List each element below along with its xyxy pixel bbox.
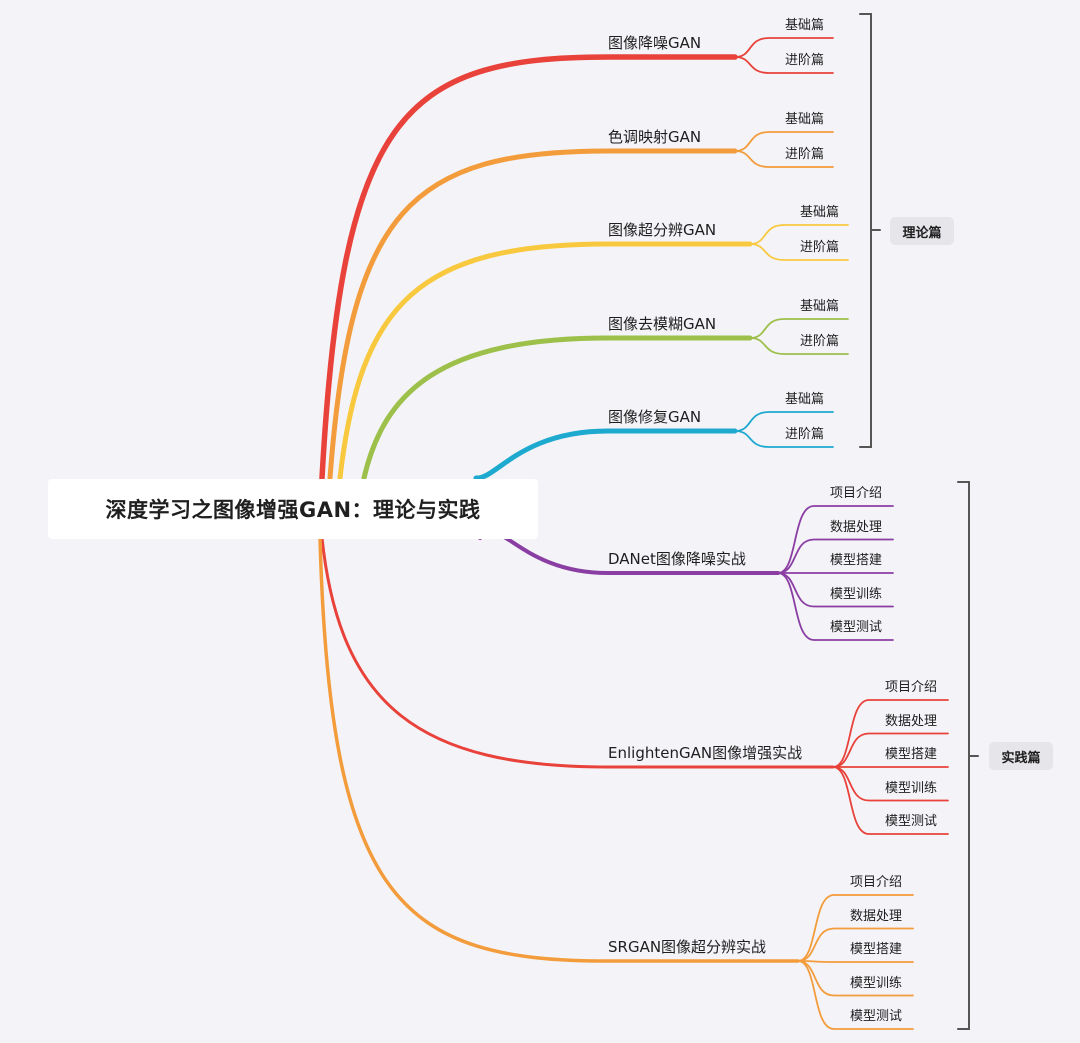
theory-leaf-line <box>749 224 849 245</box>
practice-branch-line <box>320 536 835 769</box>
theory-leaf-label[interactable]: 基础篇 <box>800 205 840 220</box>
practice-leaf-line <box>797 960 914 963</box>
theory-leaf-label[interactable]: 进阶篇 <box>785 53 825 68</box>
theory-leaf-label[interactable]: 基础篇 <box>785 18 825 33</box>
practice-leaf-label[interactable]: 模型测试 <box>885 814 938 829</box>
practice-branch-label[interactable]: EnlightenGAN图像增强实战 <box>608 744 803 762</box>
theory-bracket <box>859 13 881 448</box>
theory-leaf-label[interactable]: 基础篇 <box>800 299 840 314</box>
theory-leaf-line <box>749 337 849 355</box>
practice-leaf-label[interactable]: 项目介绍 <box>830 486 883 501</box>
theory-branch-line <box>327 148 738 481</box>
practice-leaf-line <box>797 960 914 1030</box>
theory-branch-line <box>361 335 753 481</box>
practice-leaf-label[interactable]: 模型搭建 <box>885 747 938 762</box>
theory-branch-label[interactable]: 图像修复GAN <box>608 408 702 426</box>
theory-leaf-label[interactable]: 基础篇 <box>785 392 825 407</box>
theory-leaf-label[interactable]: 进阶篇 <box>800 334 840 349</box>
theory-branch-line <box>473 428 738 481</box>
practice-leaf-line <box>797 894 914 962</box>
theory-leaf-line <box>734 430 834 448</box>
practice-leaf-line <box>832 732 949 768</box>
theory-leaf-line <box>749 243 849 261</box>
practice-leaf-line <box>797 960 914 997</box>
theory-branch-label[interactable]: 色调映射GAN <box>608 128 702 146</box>
practice-leaf-line <box>797 927 914 962</box>
practice-leaf-line <box>777 572 894 641</box>
root-topic[interactable]: 深度学习之图像增强GAN：理论与实践 <box>48 479 538 539</box>
theory-leaf-line <box>734 56 834 74</box>
theory-leaf-label[interactable]: 基础篇 <box>785 112 825 127</box>
practice-leaf-label[interactable]: 模型搭建 <box>850 942 903 957</box>
practice-branch-label[interactable]: SRGAN图像超分辨实战 <box>608 938 767 956</box>
theory-leaf-label[interactable]: 进阶篇 <box>800 240 840 255</box>
theory-leaf-line <box>734 131 834 152</box>
theory-branch-label[interactable]: 图像超分辨GAN <box>608 221 717 239</box>
practice-leaf-label[interactable]: 模型训练 <box>850 975 903 991</box>
theory-branch-label[interactable]: 图像降噪GAN <box>608 34 702 52</box>
practice-leaf-line <box>832 766 949 835</box>
practice-branch-label[interactable]: DANet图像降噪实战 <box>608 550 746 568</box>
theory-leaf-line <box>734 150 834 168</box>
practice-leaf-label[interactable]: 数据处理 <box>885 713 938 729</box>
practice-leaf-label[interactable]: 模型搭建 <box>830 553 883 568</box>
practice-leaf-label[interactable]: 项目介绍 <box>885 680 938 695</box>
practice-leaf-label[interactable]: 模型训练 <box>830 586 883 602</box>
theory-branch-label[interactable]: 图像去模糊GAN <box>608 315 717 333</box>
theory-leaf-line <box>734 37 834 58</box>
practice-leaf-label[interactable]: 模型测试 <box>850 1009 903 1024</box>
theory-branch-line <box>337 241 753 481</box>
practice-leaf-label[interactable]: 项目介绍 <box>850 875 903 890</box>
practice-leaf-label[interactable]: 数据处理 <box>850 908 903 924</box>
practice-leaf-label[interactable]: 模型训练 <box>885 780 938 796</box>
practice-leaf-line <box>777 538 894 574</box>
theory-leaf-line <box>749 318 849 339</box>
theory-leaf-label[interactable]: 进阶篇 <box>785 427 825 442</box>
practice-leaf-line <box>832 766 949 802</box>
practice-leaf-line <box>832 699 949 768</box>
practice-leaf-line <box>777 505 894 574</box>
theory-branch-line <box>319 54 738 481</box>
practice-branch-line <box>318 536 800 963</box>
theory-leaf-label[interactable]: 进阶篇 <box>785 147 825 162</box>
theory-leaf-line <box>734 411 834 432</box>
practice-leaf-line <box>777 572 894 608</box>
practice-bracket <box>957 481 979 1030</box>
theory-group-badge[interactable]: 理论篇 <box>890 217 954 245</box>
practice-leaf-label[interactable]: 数据处理 <box>830 519 883 535</box>
practice-group-badge[interactable]: 实践篇 <box>989 742 1053 770</box>
practice-leaf-label[interactable]: 模型测试 <box>830 620 883 635</box>
